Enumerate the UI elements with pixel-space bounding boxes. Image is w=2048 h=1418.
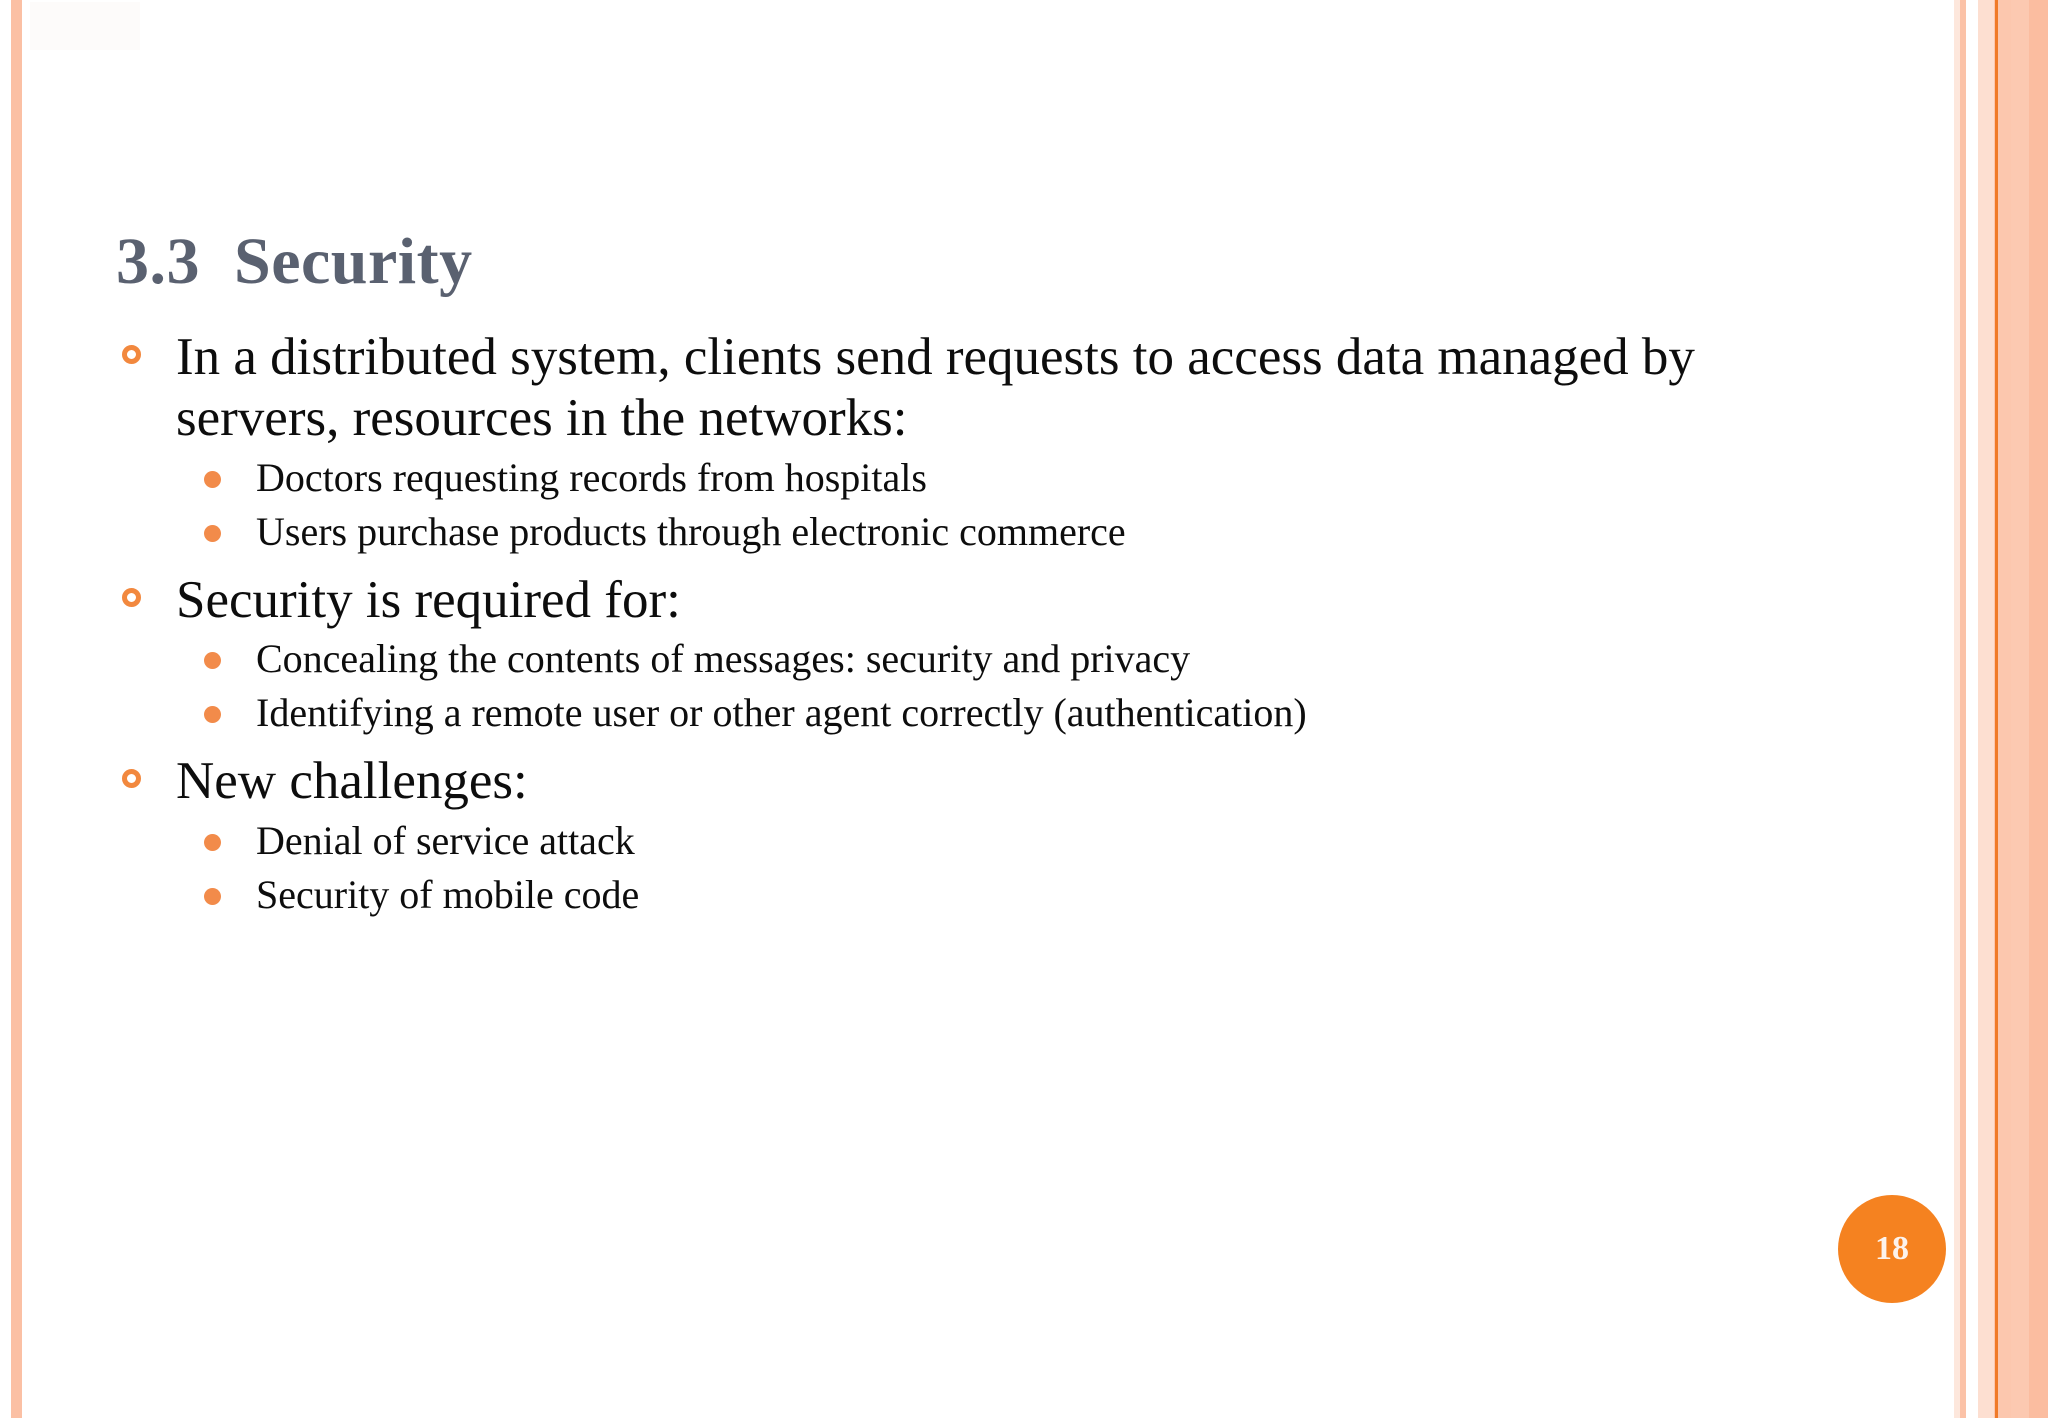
bullet-text: Security of mobile code xyxy=(256,871,640,917)
stripe-accent-line xyxy=(1995,0,1998,1418)
bullet-text: Doctors requesting records from hospital… xyxy=(256,454,927,500)
filled-dot-bullet-icon xyxy=(204,652,221,670)
hollow-circle-bullet-icon xyxy=(122,345,141,364)
stripe-3 xyxy=(1966,0,1978,1418)
slide-title: 3.3 Security xyxy=(116,225,473,299)
bullet-text: Denial of service attack xyxy=(256,817,635,863)
bullet-level2: Users purchase products through electron… xyxy=(116,508,1756,556)
bullet-level2: Doctors requesting records from hospital… xyxy=(116,454,1756,502)
scan-artifact xyxy=(30,2,140,50)
stripe-4 xyxy=(1978,0,1994,1418)
bullet-level2: Identifying a remote user or other agent… xyxy=(116,689,1756,737)
hollow-circle-bullet-icon xyxy=(122,587,141,607)
stripe-6 xyxy=(2011,0,2029,1418)
stripe-2 xyxy=(1960,0,1966,1418)
stripe-5 xyxy=(1994,0,2011,1418)
filled-dot-bullet-icon xyxy=(204,706,221,724)
bullet-text: Security is required for: xyxy=(176,570,681,629)
bullet-level1: New challenges: xyxy=(116,751,1756,812)
bullet-text: In a distributed system, clients send re… xyxy=(176,328,1695,448)
filled-dot-bullet-icon xyxy=(204,887,221,905)
stripe-7 xyxy=(2029,0,2048,1418)
filled-dot-bullet-icon xyxy=(204,524,221,542)
bullet-level1: In a distributed system, clients send re… xyxy=(116,327,1756,450)
hollow-circle-bullet-icon xyxy=(122,769,141,789)
bullet-level2: Security of mobile code xyxy=(116,871,1756,919)
page-number-badge: 18 xyxy=(1838,1195,1946,1303)
bullet-text: Identifying a remote user or other agent… xyxy=(256,690,1307,736)
filled-dot-bullet-icon xyxy=(204,833,221,851)
left-decorative-bar xyxy=(11,0,22,1418)
page-number-text: 18 xyxy=(1875,1230,1909,1267)
filled-dot-bullet-icon xyxy=(204,470,221,488)
bullet-text: New challenges: xyxy=(176,752,528,811)
bullet-level1: Security is required for: xyxy=(116,570,1756,631)
bullet-level2: Concealing the contents of messages: sec… xyxy=(116,635,1756,683)
stripe-1 xyxy=(1954,0,1960,1418)
bullet-level2: Denial of service attack xyxy=(116,817,1756,865)
bullet-text: Users purchase products through electron… xyxy=(256,508,1126,554)
bullet-text: Concealing the contents of messages: sec… xyxy=(256,636,1191,682)
slide-body: In a distributed system, clients send re… xyxy=(116,327,1756,925)
right-decorative-stripes xyxy=(1954,0,2048,1418)
